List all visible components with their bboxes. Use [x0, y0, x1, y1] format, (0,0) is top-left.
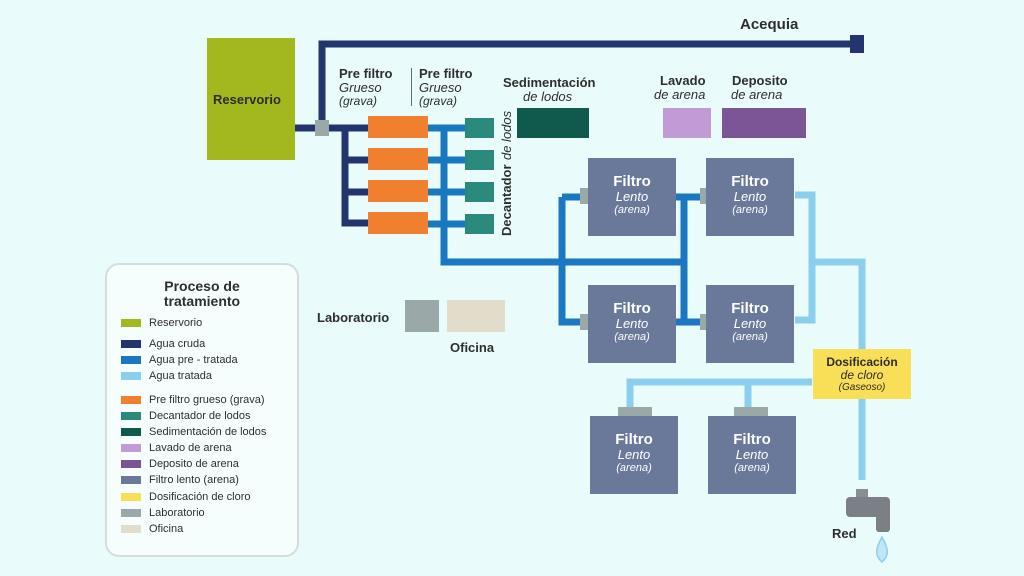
red-label: Red: [832, 526, 857, 541]
legend-item: Agua cruda: [121, 338, 205, 350]
prefiltro-box-2: [368, 148, 428, 170]
legend-swatch: [121, 476, 141, 485]
lavado-box: [663, 108, 711, 138]
legend-item-label: Filtro lento (arena): [149, 474, 239, 486]
deposito-sub: de arena: [731, 87, 783, 102]
legend-item: Filtro lento (arena): [121, 474, 239, 486]
storage-feed-pipe: [626, 378, 812, 410]
legend-item: Decantador de lodos: [121, 410, 251, 422]
legend-item: Sedimentación de lodos: [121, 426, 266, 438]
legend-swatch: [121, 509, 141, 518]
decantador-label: Decantador de lodos: [499, 110, 514, 236]
filter-link-pipes: [676, 193, 690, 326]
legend-item: Oficina: [121, 523, 183, 535]
dosificacion-title: Dosificación: [826, 355, 898, 369]
legend-item-label: Pre filtro grueso (grava): [149, 394, 265, 406]
laboratorio-label: Laboratorio: [317, 310, 390, 325]
legend-swatch: [121, 412, 141, 421]
prefiltro2-sub: Grueso: [419, 80, 462, 95]
legend-item-label: Agua pre - tratada: [149, 354, 238, 366]
sedimentacion-box: [517, 108, 589, 138]
legend-item-label: Decantador de lodos: [149, 410, 251, 422]
lavado-sub: de arena: [654, 87, 706, 102]
acequia-pipe-cap: [850, 35, 864, 53]
legend-item-label: Reservorio: [149, 317, 203, 329]
raw-water-pipes: [295, 40, 858, 227]
legend-item-label: Oficina: [149, 523, 184, 535]
treated-second-pipe: [795, 262, 816, 324]
legend-item-label: Agua cruda: [149, 338, 206, 350]
deposito-title: Deposito: [732, 73, 788, 88]
reservorio-box: Reservorio: [207, 38, 295, 160]
prefiltro2-sub2: (grava): [419, 94, 458, 108]
decantador-box-4: [465, 214, 494, 234]
legend-item: Laboratorio: [121, 507, 205, 519]
legend-item-label: Lavado de arena: [149, 442, 232, 454]
legend-item: Agua tratada: [121, 370, 212, 382]
legend-swatch: [121, 396, 141, 405]
decantador-box-1: [465, 118, 494, 138]
legend-item-label: Dosificación de cloro: [149, 491, 251, 503]
legend-item: Pre filtro grueso (grava): [121, 394, 265, 406]
decantador-box-2: [465, 150, 494, 170]
legend-swatch: [121, 372, 141, 381]
sedimentacion-title: Sedimentación: [503, 75, 596, 90]
legend-item-label: Laboratorio: [149, 507, 205, 519]
legend-item: Lavado de arena: [121, 442, 232, 454]
legend-swatch: [121, 428, 141, 437]
laboratorio-box: [405, 300, 439, 332]
prefiltro1-sub: Grueso: [339, 80, 382, 95]
oficina-label: Oficina: [450, 340, 495, 355]
prefiltro2-title: Pre filtro: [419, 66, 473, 81]
treated-main-pipe: [795, 191, 866, 480]
prefiltro1-title: Pre filtro: [339, 66, 393, 81]
legend-swatch: [121, 319, 141, 328]
reservorio-label: Reservorio: [213, 92, 281, 107]
legend-swatch: [121, 460, 141, 469]
oficina-box: [447, 300, 505, 332]
water-drop-icon: [876, 535, 888, 563]
decantador-box-3: [465, 182, 494, 202]
legend-swatch: [121, 525, 141, 534]
legend-item: Reservorio: [121, 317, 202, 329]
legend-item: Dosificación de cloro: [121, 491, 251, 503]
legend-item-label: Agua tratada: [149, 370, 212, 382]
dosificacion-box: Dosificación de cloro (Gaseoso): [813, 349, 911, 399]
prefiltro-divider: [411, 68, 412, 106]
dosificacion-sub2: (Gaseoso): [838, 382, 886, 393]
prefiltro1-sub2: (grava): [339, 94, 378, 108]
legend-item-label: Sedimentación de lodos: [149, 426, 267, 438]
dosificacion-sub: de cloro: [840, 368, 884, 382]
prefilter-inlet-pipes: [341, 128, 368, 227]
prefiltro-box-1: [368, 116, 428, 138]
treated-water-pipes: [626, 191, 866, 480]
prefiltro-box-3: [368, 180, 428, 202]
legend-swatch: [121, 340, 141, 349]
legend-swatch: [121, 493, 141, 502]
legend-item-label: Deposito de arena: [149, 458, 239, 470]
legend-item: Deposito de arena: [121, 458, 239, 470]
legend-swatch: [121, 356, 141, 365]
sedimentacion-sub: de lodos: [523, 89, 573, 104]
valve-connector: [315, 120, 329, 136]
legend-item: Agua pre - tratada: [121, 354, 238, 366]
legend-swatch: [121, 444, 141, 453]
deposito-box: [722, 108, 806, 138]
acequia-label: Acequia: [740, 16, 799, 33]
main-pretreated-pipe: [440, 128, 684, 266]
lavado-title: Lavado: [660, 73, 706, 88]
acequia-pipe: [318, 40, 858, 128]
faucet-icon: [846, 489, 890, 532]
prefiltro-box-4: [368, 212, 428, 234]
right-filter-feed: [680, 193, 706, 326]
